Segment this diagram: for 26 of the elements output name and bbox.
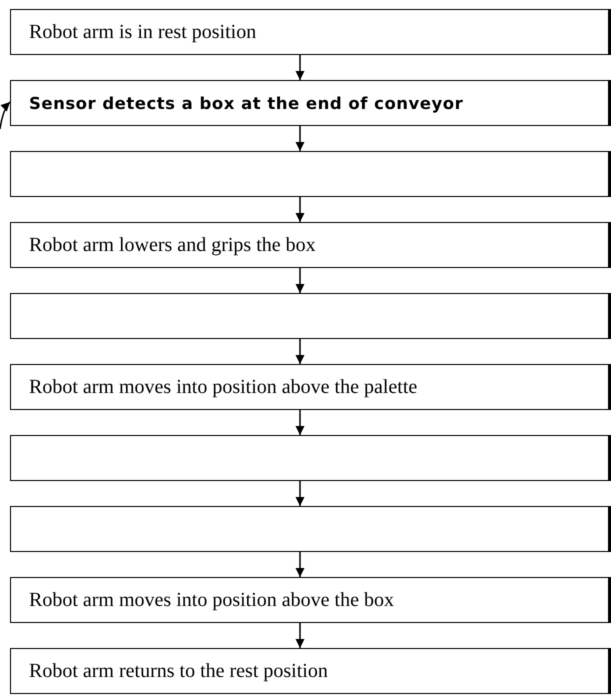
- arrow: [296, 268, 304, 293]
- step-text: Robot arm lowers and grips the box: [29, 234, 316, 256]
- process-box: [10, 222, 611, 268]
- step-text: Sensor detects a box at the end of conveyor: [29, 94, 464, 112]
- arrow: [296, 623, 304, 648]
- process-box: [10, 293, 611, 339]
- process-box: [10, 506, 611, 552]
- arrow: [296, 481, 304, 506]
- arrow: [296, 552, 304, 577]
- process-box: [10, 151, 611, 197]
- arrow: [296, 339, 304, 364]
- arrow: [296, 410, 304, 435]
- arrow: [296, 126, 304, 151]
- step-text: Robot arm moves into position above the box: [29, 588, 394, 612]
- arrow: [296, 197, 304, 222]
- process-box: [10, 435, 611, 481]
- process-box: [10, 80, 611, 126]
- process-box: [10, 648, 611, 694]
- arrow: [296, 55, 304, 80]
- process-box: [10, 364, 611, 410]
- step-text: Robot arm is in rest position: [29, 20, 256, 44]
- process-box: [10, 9, 611, 55]
- step-text: Robot arm moves into position above the palette: [29, 376, 418, 398]
- arrow: [0, 102, 11, 130]
- process-box: [10, 577, 611, 623]
- step-text: Robot arm returns to the rest position: [29, 660, 328, 682]
